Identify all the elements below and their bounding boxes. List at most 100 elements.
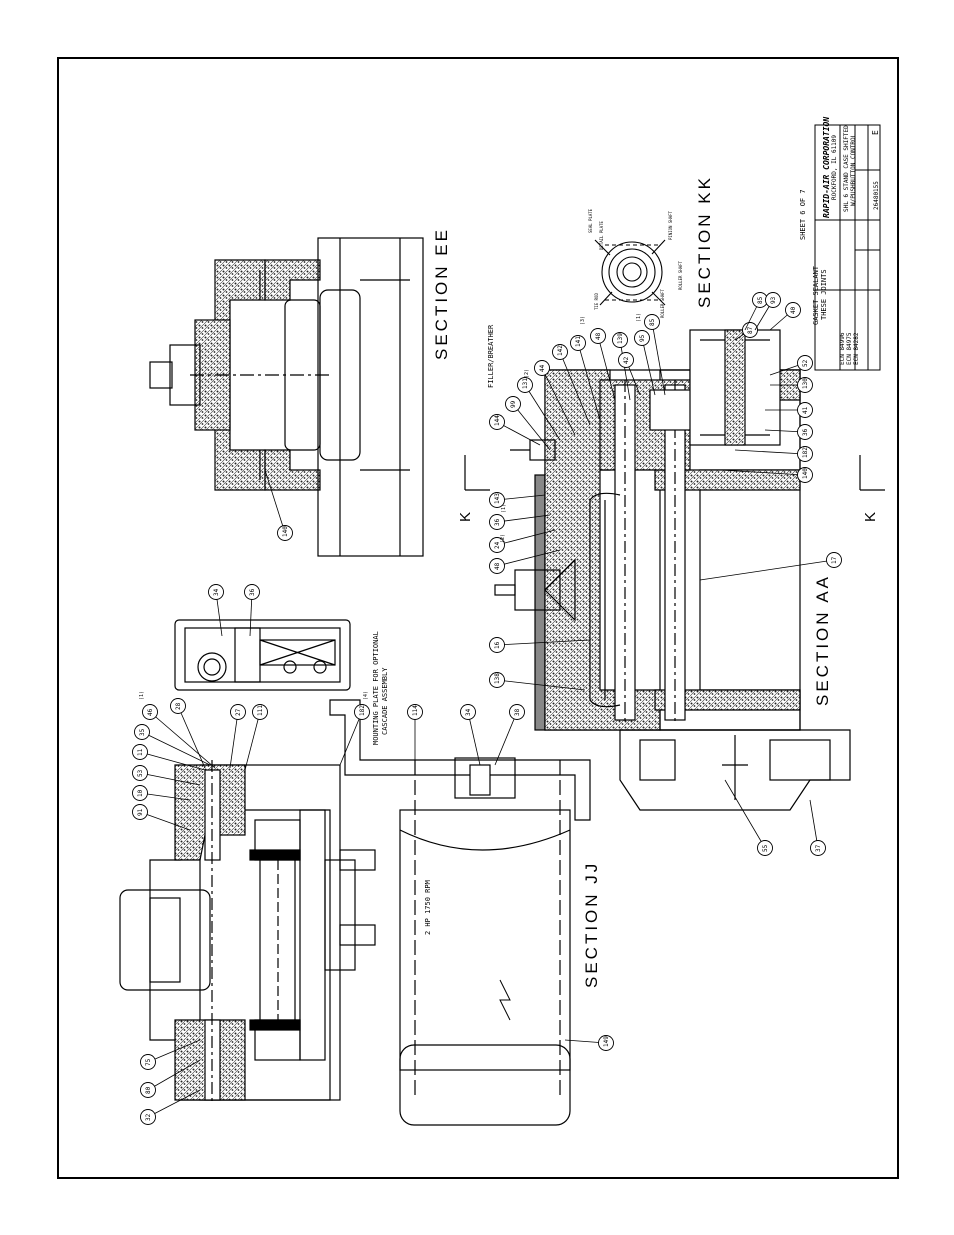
kk-callout: SEAL PLATE bbox=[588, 208, 593, 233]
cutting-plane-k-bottom: K bbox=[862, 512, 879, 522]
item-balloon-label: 114 bbox=[412, 705, 419, 716]
item-balloon-label: 38 bbox=[514, 708, 521, 716]
item-balloon: 144 bbox=[489, 414, 541, 446]
motor-rating-note: 2 HP 1750 RPM bbox=[424, 880, 432, 935]
mounting-plate-note-1: MOUNTING PLATE FOR OPTIONAL bbox=[372, 631, 380, 745]
section-jj-view bbox=[119, 699, 591, 1126]
item-balloon: 182 bbox=[339, 704, 370, 766]
item-balloon-label: 93 bbox=[770, 296, 777, 304]
item-balloon-label: 182 bbox=[359, 705, 366, 716]
item-balloon-label: 48 bbox=[595, 332, 602, 340]
item-balloon-label: 41 bbox=[802, 406, 809, 414]
item-balloon: 93 bbox=[754, 292, 781, 331]
item-balloon: 44 bbox=[534, 360, 576, 436]
quantity-mark: (3) bbox=[580, 316, 586, 325]
item-balloon: 10 bbox=[132, 785, 191, 801]
item-balloon: 34 bbox=[460, 704, 481, 766]
item-balloon: 36 bbox=[244, 584, 260, 637]
quantity-mark: (1) bbox=[636, 313, 642, 322]
item-balloon: 34 bbox=[208, 584, 224, 637]
item-balloon: 55 bbox=[724, 779, 773, 856]
plate-plan-view bbox=[174, 619, 351, 691]
item-balloon: 40 bbox=[769, 302, 801, 331]
item-balloon-label: 85 bbox=[649, 318, 656, 326]
item-balloon-label: 36 bbox=[802, 428, 809, 436]
kk-callout: TIE ROD bbox=[594, 293, 599, 310]
item-balloon: 143 bbox=[489, 492, 546, 508]
item-balloon-label: 42 bbox=[623, 356, 630, 364]
item-balloon: 42 bbox=[618, 352, 641, 396]
item-balloon-label: 10 bbox=[137, 789, 144, 797]
drawing-sheet-border bbox=[57, 57, 899, 1179]
item-balloon: 138 bbox=[489, 672, 586, 691]
item-balloon-label: 36 bbox=[249, 588, 256, 596]
item-balloon-label: 37 bbox=[815, 844, 822, 852]
item-balloon-label: 17 bbox=[831, 556, 838, 564]
item-balloon: 16 bbox=[489, 637, 591, 653]
item-balloon-label: 44 bbox=[539, 364, 546, 372]
item-balloon-label: 99 bbox=[510, 400, 517, 408]
item-balloon-label: 36 bbox=[494, 518, 501, 526]
item-balloon-label: 80 bbox=[145, 1086, 152, 1094]
item-balloon: 38 bbox=[494, 704, 525, 766]
quantity-mark: (1) bbox=[501, 504, 507, 513]
item-balloon: 37 bbox=[809, 799, 826, 856]
item-balloon-label: 16 bbox=[494, 641, 501, 649]
quantity-mark: (4) bbox=[363, 691, 369, 700]
item-balloon-label: 138 bbox=[494, 673, 501, 684]
item-balloon-label: 143 bbox=[494, 493, 501, 504]
item-balloon-label: 87 bbox=[747, 326, 754, 334]
item-balloon: 140 bbox=[719, 467, 813, 483]
item-balloon: 36 bbox=[764, 424, 813, 440]
company-address: ROCKFORD, IL 61109 bbox=[831, 135, 838, 200]
title-block bbox=[814, 124, 881, 371]
item-balloon-label: 34 bbox=[465, 708, 472, 716]
section-jj-title: SECTION JJ bbox=[582, 861, 601, 988]
section-aa-title: SECTION AA bbox=[813, 574, 832, 706]
item-balloon-label: 144 bbox=[494, 415, 501, 426]
item-balloon: 99 bbox=[505, 396, 551, 451]
ecn-entry: ECN 84282 bbox=[853, 332, 860, 365]
item-balloon-label: 141 bbox=[575, 336, 582, 347]
drawing-description-2: W/PUSHBUTTON CONTROL bbox=[850, 133, 857, 206]
item-balloon-label: 142 bbox=[557, 345, 564, 356]
item-balloon-label: 53 bbox=[137, 769, 144, 777]
item-balloon: 95 bbox=[634, 330, 656, 396]
item-balloon-label: 182 bbox=[802, 447, 809, 458]
sheet-number: SHEET 6 OF 7 bbox=[799, 189, 807, 240]
ecn-entry: ECN 84975 bbox=[846, 332, 853, 365]
filler-breather-note: FILLER/BREATHER bbox=[487, 324, 495, 388]
section-ee-title: SECTION EE bbox=[432, 227, 451, 360]
item-balloon: 131 bbox=[517, 377, 561, 441]
item-balloon: 91 bbox=[132, 804, 191, 831]
item-balloon-label: 46 bbox=[147, 708, 154, 716]
item-balloon-label: 149 bbox=[603, 1036, 610, 1047]
cutting-plane-k-top: K bbox=[457, 512, 474, 522]
mounting-plate-note-2: CASCADE ASSEMBLY bbox=[381, 667, 389, 735]
item-balloon-label: 140 bbox=[282, 526, 289, 537]
item-balloon-label: 140 bbox=[802, 468, 809, 479]
item-balloon-label: 111 bbox=[257, 705, 264, 716]
item-balloon: 139 bbox=[612, 332, 631, 401]
item-balloon-label: 52 bbox=[802, 359, 809, 367]
item-balloon: 111 bbox=[244, 704, 268, 771]
item-balloon: 27 bbox=[229, 704, 246, 769]
item-balloon-label: 130 bbox=[802, 378, 809, 389]
quantity-mark: (1) bbox=[139, 691, 145, 700]
item-balloon-label: 55 bbox=[762, 844, 769, 852]
item-balloon: 36 bbox=[489, 514, 551, 530]
item-balloon: 85 bbox=[644, 314, 666, 396]
item-balloon-label: 34 bbox=[213, 588, 220, 596]
item-balloon: 114 bbox=[407, 704, 423, 765]
item-balloon: 28 bbox=[170, 698, 206, 769]
item-balloon-label: 48 bbox=[494, 562, 501, 570]
item-balloon: 140 bbox=[264, 469, 293, 541]
quantity-mark: (2) bbox=[524, 369, 530, 378]
section-kk-detail bbox=[594, 239, 666, 306]
company-name: RAPID-AIR CORPORATION bbox=[822, 117, 831, 218]
kk-callout: DETAIL PLATE bbox=[599, 221, 604, 250]
quantity-mark: (2) bbox=[500, 534, 506, 543]
item-balloon: 80 bbox=[140, 1059, 201, 1098]
